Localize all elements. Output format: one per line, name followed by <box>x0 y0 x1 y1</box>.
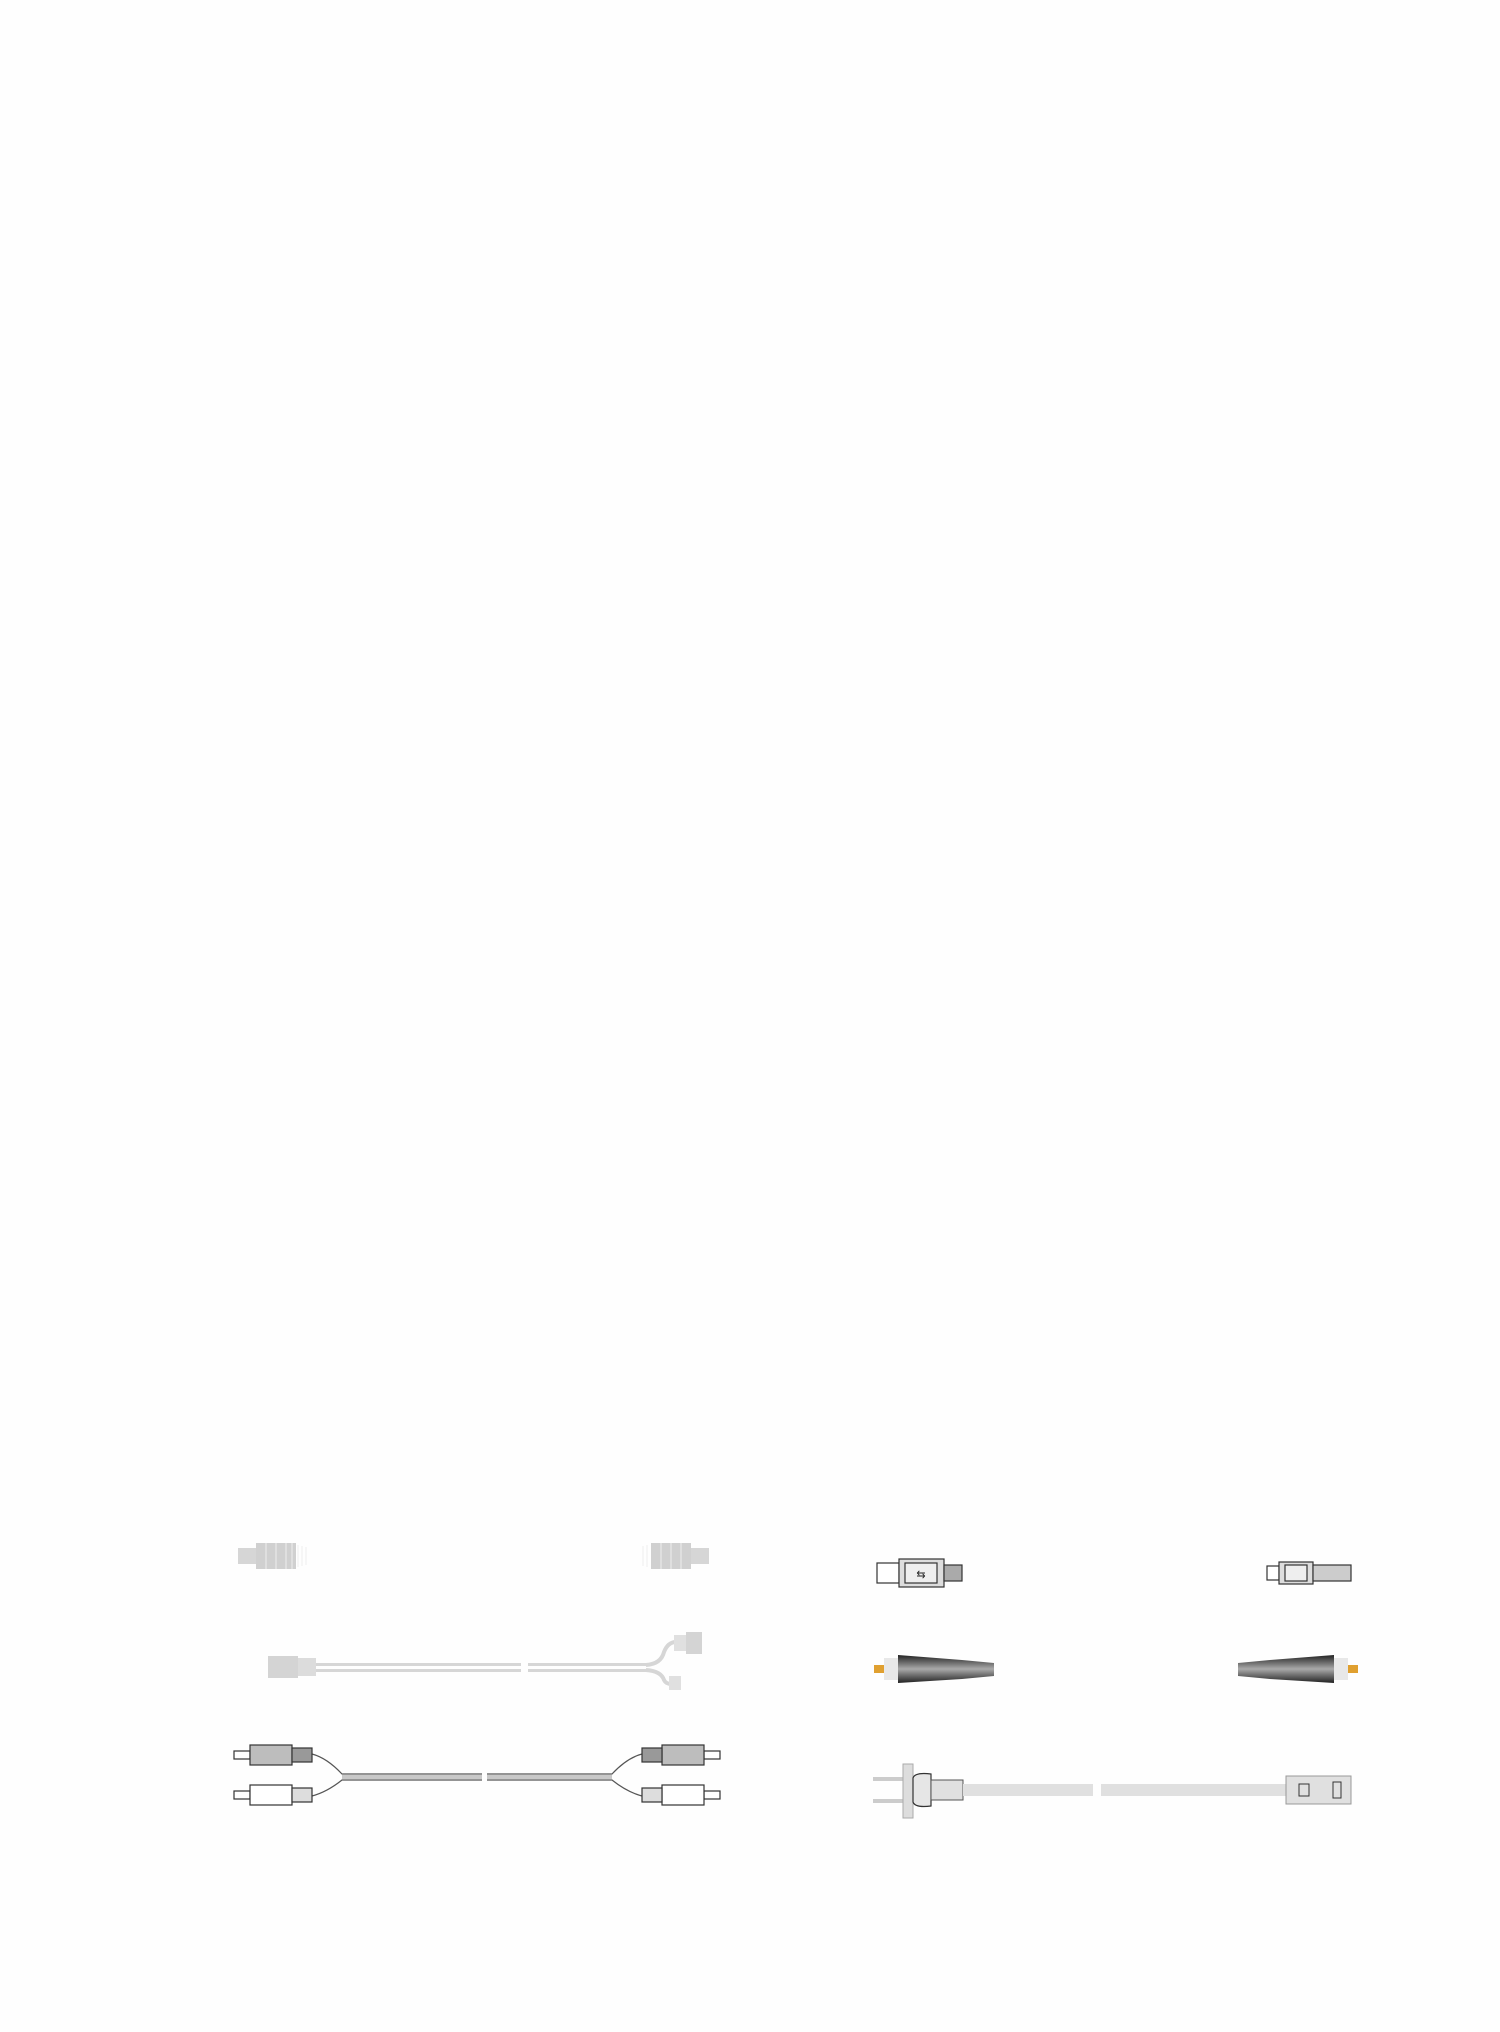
usb-cable-icon: ⇆ <box>876 1558 1352 1588</box>
s-video-cable-icon <box>238 1543 709 1569</box>
y-adapter-cable-icon <box>268 1632 702 1690</box>
optical-cable-icon <box>874 1655 1358 1683</box>
svg-text:⇆: ⇆ <box>916 1569 925 1581</box>
rca-stereo-cable-icon <box>233 1744 721 1806</box>
power-cord-icon <box>873 1763 1352 1819</box>
